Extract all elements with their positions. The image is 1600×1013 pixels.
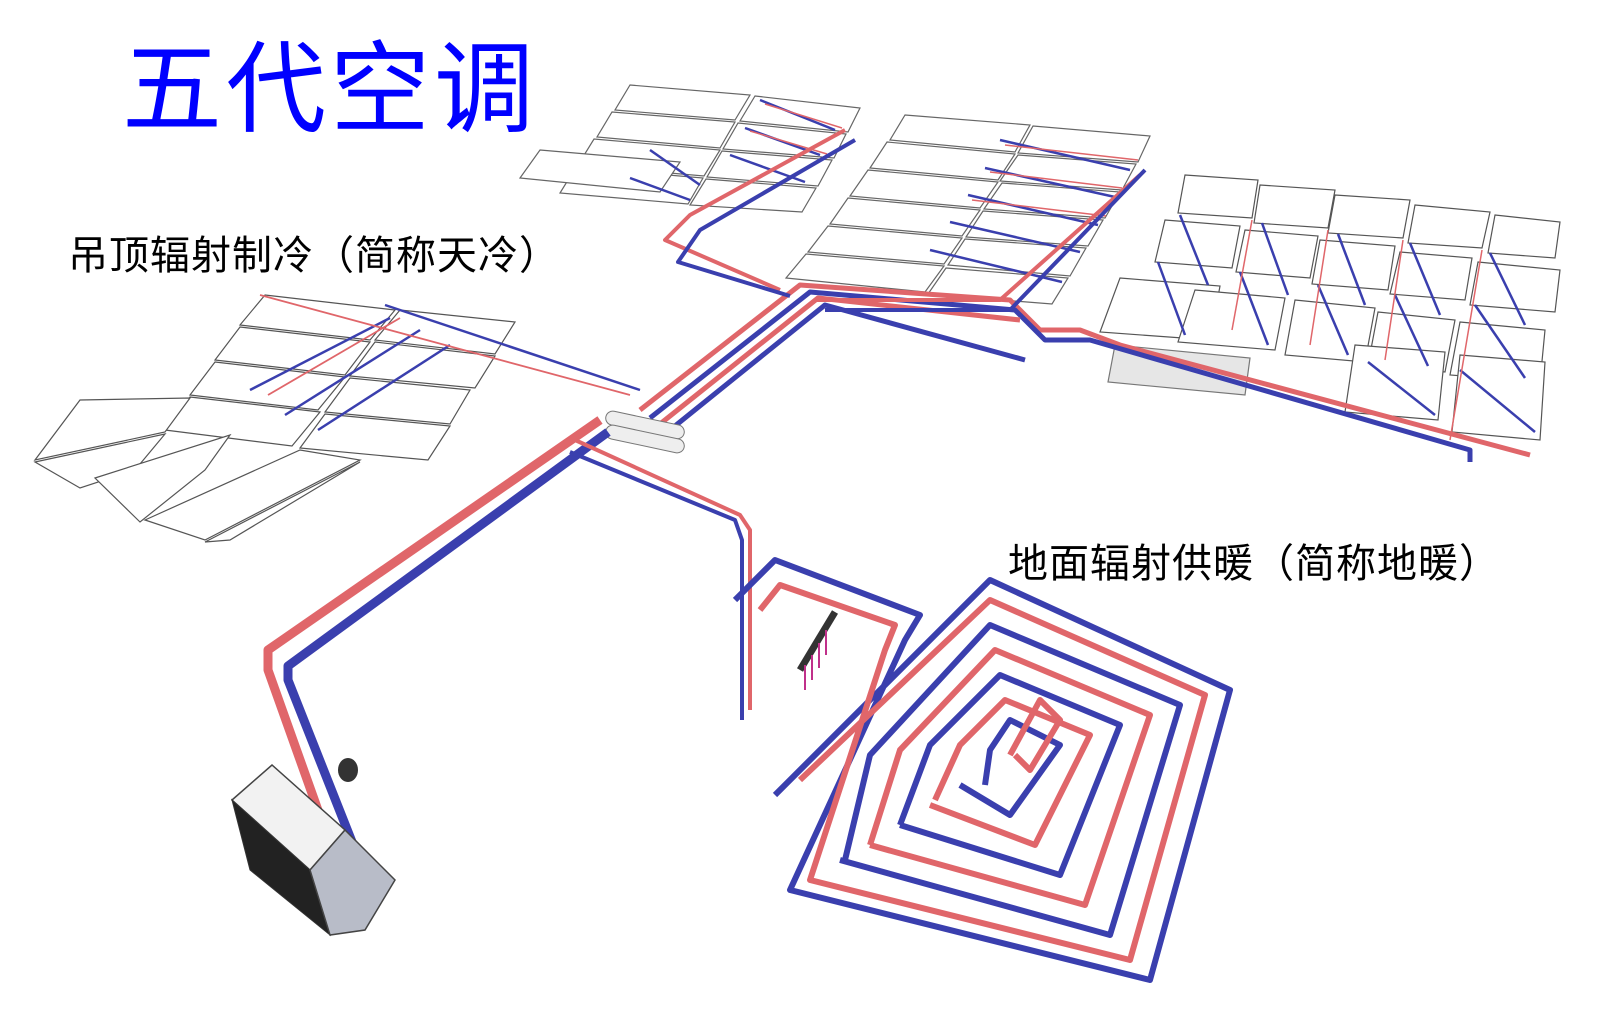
- top-left-panel-group: [518, 84, 861, 213]
- floor-heating-label: 地面辐射供暖（简称地暖）: [1008, 541, 1500, 587]
- supply-pipes: [263, 416, 752, 902]
- left-panel-group: [33, 294, 641, 543]
- trunk-pipes: [638, 128, 1531, 462]
- spiral-floor-heating-coil: [732, 557, 1233, 983]
- ceiling-cooling-label: 吊顶辐射制冷（简称天冷）: [68, 233, 560, 279]
- heat-pump-outdoor-unit: [230, 758, 396, 937]
- right-panel-group: [1099, 174, 1561, 441]
- floor-heating-manifold: [797, 610, 838, 690]
- page-title: 五代空调: [122, 31, 538, 148]
- ceiling-manifold: [605, 410, 685, 454]
